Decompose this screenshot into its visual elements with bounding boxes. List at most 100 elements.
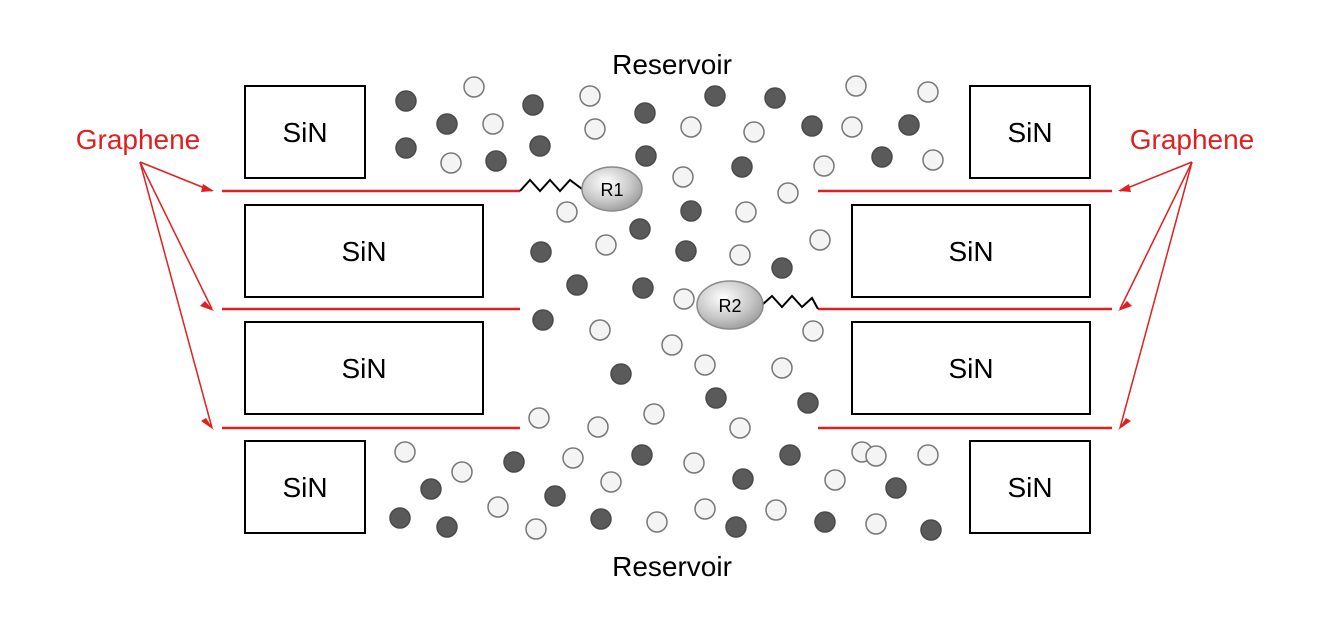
right-sin-label-1: SiN: [1007, 117, 1052, 148]
ion-light: [557, 202, 577, 222]
ion-dark: [733, 469, 753, 489]
arrowhead-left-2: [200, 301, 214, 311]
ion-dark: [396, 138, 416, 158]
ion-dark: [802, 116, 822, 136]
ion-dark: [611, 364, 631, 384]
pointer-left-3: [140, 162, 212, 428]
ion-dark: [591, 509, 611, 529]
ion-dark: [632, 445, 652, 465]
ion-light: [766, 500, 786, 520]
ion-dark: [437, 114, 457, 134]
ion-light: [644, 404, 664, 424]
ion-light: [918, 445, 938, 465]
ion-dark: [504, 452, 524, 472]
ion-dark: [676, 241, 696, 261]
ion-dark: [705, 86, 725, 106]
ion-light: [814, 156, 834, 176]
right-sin-label-3: SiN: [948, 353, 993, 384]
ion-dark: [390, 508, 410, 528]
ion-light: [842, 117, 862, 137]
right-sin-label-2: SiN: [948, 236, 993, 267]
ion-light: [585, 119, 605, 139]
tether-r2: [762, 296, 818, 309]
pointer-left-2: [140, 162, 212, 309]
arrowhead-left-1: [201, 184, 214, 192]
ion-dark: [726, 517, 746, 537]
ion-light: [588, 417, 608, 437]
graphene-label-right: Graphene: [1130, 124, 1255, 155]
reservoir-top-label: Reservoir: [612, 49, 732, 80]
right-sin-label-4: SiN: [1007, 472, 1052, 503]
ion-light: [803, 321, 823, 341]
ion-dark: [732, 157, 752, 177]
ion-dark: [815, 512, 835, 532]
ion-light: [674, 289, 694, 309]
left-sin-label-2: SiN: [341, 236, 386, 267]
arrowhead-left-3: [201, 418, 214, 430]
receptor-r2-group: R2: [697, 281, 818, 329]
ion-light: [590, 320, 610, 340]
ion-light: [695, 355, 715, 375]
ion-light: [918, 82, 938, 102]
ion-light: [730, 418, 750, 438]
ion-dark: [486, 151, 506, 171]
ion-light: [464, 77, 484, 97]
ion-light: [825, 470, 845, 490]
ion-dark: [396, 91, 416, 111]
ion-light: [529, 408, 549, 428]
ion-dark: [437, 517, 457, 537]
left-sin-label-3: SiN: [341, 353, 386, 384]
ion-light: [866, 514, 886, 534]
ion-dark: [798, 393, 818, 413]
ion-dark: [635, 103, 655, 123]
reservoir-bottom-label: Reservoir: [612, 551, 732, 582]
ion-dark: [780, 445, 800, 465]
ion-dark: [765, 88, 785, 108]
ion-dark: [636, 146, 656, 166]
ion-dark: [886, 478, 906, 498]
ion-light: [601, 472, 621, 492]
ion-dark: [533, 310, 553, 330]
ion-light: [681, 117, 701, 137]
ion-light: [736, 202, 756, 222]
ion-light: [923, 150, 943, 170]
pointer-right-2: [1120, 162, 1192, 309]
ion-light: [647, 512, 667, 532]
receptor-r1-label: R1: [600, 180, 623, 200]
ion-light: [662, 335, 682, 355]
ion-light: [846, 76, 866, 96]
receptor-r2-label: R2: [718, 296, 741, 316]
ion-dark: [530, 136, 550, 156]
ion-light: [866, 446, 886, 466]
left-sin-label-4: SiN: [282, 472, 327, 503]
arrowhead-right-3: [1118, 418, 1131, 430]
ion-dark: [523, 95, 543, 115]
ion-light: [580, 86, 600, 106]
ion-light: [526, 519, 546, 539]
ion-light: [744, 122, 764, 142]
receptor-r1-group: R1: [520, 167, 642, 211]
ion-light: [483, 114, 503, 134]
ion-light: [452, 462, 472, 482]
pointer-left-1: [140, 162, 212, 191]
ion-light: [563, 448, 583, 468]
ion-dark: [421, 479, 441, 499]
ion-dark: [772, 258, 792, 278]
ion-light: [778, 183, 798, 203]
ion-light: [395, 442, 415, 462]
ion-light: [695, 499, 715, 519]
tether-r1: [520, 180, 582, 191]
ion-light: [810, 230, 830, 250]
ion-dark: [681, 201, 701, 221]
ion-light: [441, 153, 461, 173]
ion-dark: [630, 219, 650, 239]
arrowhead-right-2: [1118, 301, 1132, 311]
left-sin-label-1: SiN: [282, 117, 327, 148]
arrowhead-right-1: [1118, 184, 1131, 192]
ion-dark: [706, 388, 726, 408]
ion-dark: [633, 278, 653, 298]
ion-light: [596, 235, 616, 255]
ion-light: [673, 167, 693, 187]
ion-dark: [545, 486, 565, 506]
